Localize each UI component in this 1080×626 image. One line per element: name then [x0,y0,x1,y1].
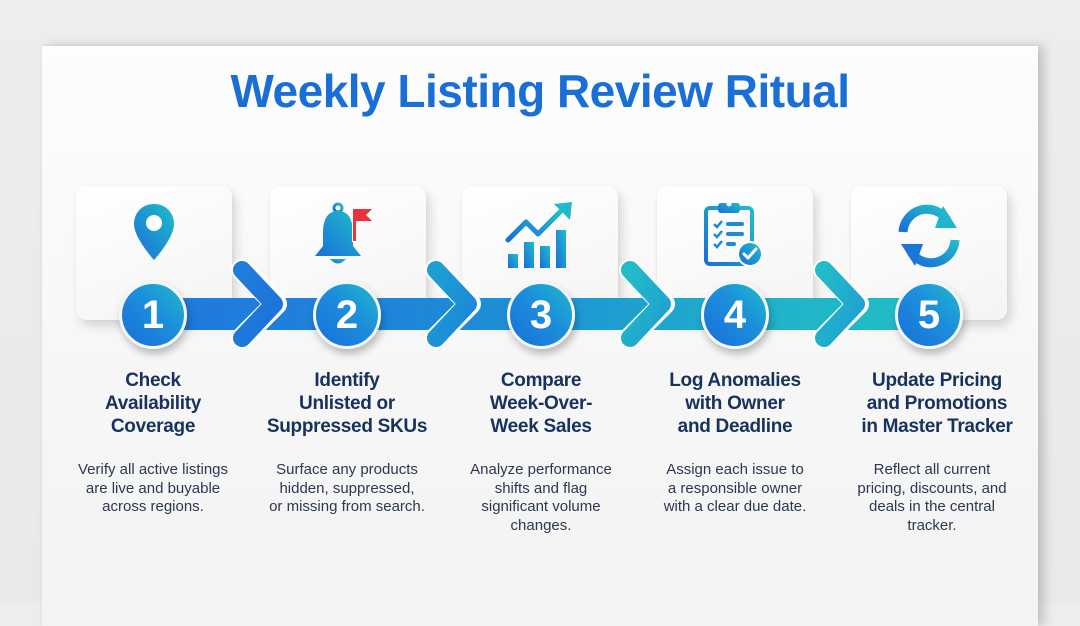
page-title: Weekly Listing Review Ritual [230,65,850,117]
map-pin-icon [134,204,174,260]
chevron-right-icon [813,259,869,349]
bell-flag-icon [315,202,372,264]
chevron-right-icon [231,259,287,349]
refresh-sync-icon [898,204,960,268]
step-4-icon-tile [657,186,813,320]
step-4-number-badge: 4 [701,281,769,349]
step-5-number-badge: 5 [895,281,963,349]
step-2-number-badge: 2 [313,281,381,349]
step-1-number-badge: 1 [119,281,187,349]
step-3-number-badge: 3 [507,281,575,349]
chevron-right-icon [425,259,481,349]
chevron-right-icon [619,259,675,349]
clipboard-checklist-icon [704,201,763,267]
trending-bar-chart-icon [505,202,572,268]
